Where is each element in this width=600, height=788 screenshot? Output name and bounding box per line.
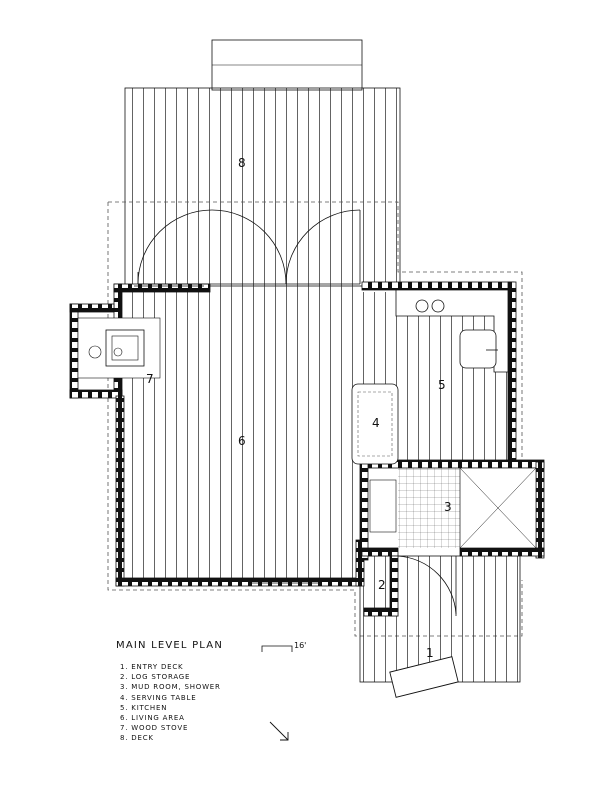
scale-bar (261, 645, 293, 652)
entry-mat (389, 656, 459, 698)
living-area-floor (122, 286, 362, 578)
upper-deck (124, 39, 401, 287)
kitchen-counters (395, 289, 509, 373)
legend-item: 1. ENTRY DECK (120, 663, 184, 671)
room-number-mud-room: 3 (444, 500, 452, 514)
serving-table (351, 383, 399, 465)
entry-door (397, 555, 457, 616)
room-number-wood-stove: 7 (146, 372, 154, 386)
legend-item: 3. MUD ROOM, SHOWER (120, 683, 221, 692)
room-number-deck: 8 (238, 156, 246, 170)
room-number-kitchen: 5 (438, 378, 446, 392)
legend-item: 7. WOOD STOVE (120, 724, 189, 733)
room-number-serving-table: 4 (372, 416, 380, 430)
legend-item: 6. LIVING AREA (120, 714, 185, 723)
legend-item: 8. DECK (120, 734, 154, 743)
legend-item: 5. KITCHEN (120, 703, 168, 712)
legend-item: 2. LOG STORAGE (120, 673, 191, 682)
north-arrow-icon (269, 721, 289, 741)
room-legend: 1. ENTRY DECK 2. LOG STORAGE 3. MUD ROOM… (120, 662, 221, 744)
wood-stove-hearth (77, 317, 161, 379)
legend-item: 4. SERVING TABLE (120, 693, 197, 702)
windows (134, 285, 320, 584)
mud-room (369, 467, 537, 549)
roof-overhang-outline (107, 201, 523, 637)
room-number-living-area: 6 (238, 434, 246, 448)
french-doors (137, 209, 361, 285)
scale-label: 16' (294, 641, 307, 650)
plan-title: MAIN LEVEL PLAN (116, 640, 224, 651)
room-number-log-storage: 2 (378, 578, 386, 592)
room-number-entry-deck: 1 (426, 646, 434, 660)
